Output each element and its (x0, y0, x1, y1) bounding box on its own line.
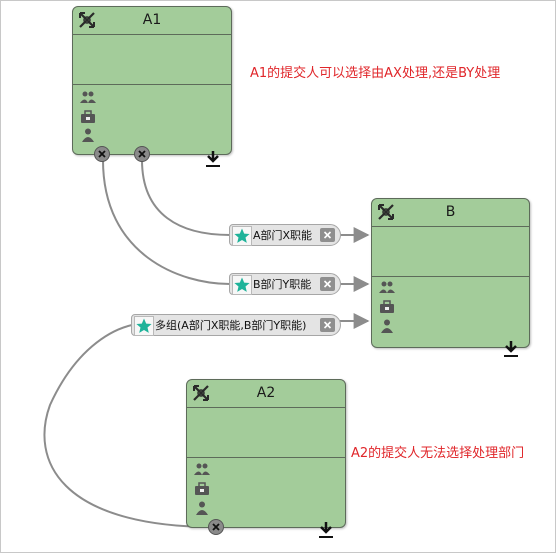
node-title: A2 (256, 385, 276, 401)
workflow-logo-icon (378, 204, 394, 220)
node-a2[interactable]: A2 (186, 379, 346, 528)
link-label-b-y[interactable]: B部门Y职能 (229, 273, 341, 295)
download-icon[interactable] (205, 150, 221, 168)
group-icon (379, 281, 395, 293)
node-b[interactable]: B (371, 198, 530, 348)
node-header: B (372, 199, 529, 227)
link-a2-b-multi[interactable] (43, 324, 209, 528)
link-label-text: B部门Y职能 (253, 278, 312, 291)
close-icon[interactable] (94, 146, 110, 162)
annotation-a2: A2的提交人无法选择处理部门 (351, 446, 525, 461)
divider (187, 457, 345, 458)
star-icon (232, 275, 252, 295)
person-icon (82, 128, 94, 142)
node-title: A1 (142, 12, 162, 28)
person-icon (381, 319, 393, 333)
close-icon[interactable] (320, 277, 335, 291)
divider (73, 84, 231, 85)
close-icon[interactable] (320, 318, 335, 332)
person-icon (196, 501, 208, 515)
workflow-logo-icon (79, 12, 95, 28)
node-title: B (445, 204, 456, 220)
link-label-text: A部门X职能 (253, 229, 313, 242)
briefcase-icon (81, 110, 95, 123)
link-label-text: 多组(A部门X职能,B部门Y职能) (155, 319, 307, 332)
group-icon (194, 463, 210, 475)
close-icon[interactable] (134, 146, 150, 162)
workflow-logo-icon (193, 385, 209, 401)
link-label-multi[interactable]: 多组(A部门X职能,B部门Y职能) (131, 314, 341, 336)
annotation-a1: A1的提交人可以选择由AX处理,还是BY处理 (250, 66, 501, 81)
star-icon (134, 316, 154, 336)
close-icon[interactable] (208, 519, 224, 535)
node-a1[interactable]: A1 (72, 6, 232, 155)
download-icon[interactable] (318, 521, 334, 539)
group-icon (80, 91, 96, 103)
divider (372, 276, 529, 277)
download-icon[interactable] (503, 340, 519, 358)
briefcase-icon (380, 300, 394, 313)
close-icon[interactable] (320, 228, 335, 242)
star-icon (232, 226, 252, 246)
node-header: A1 (73, 7, 231, 35)
link-label-a-x[interactable]: A部门X职能 (229, 224, 341, 246)
link-a1-b-x[interactable] (141, 159, 231, 236)
briefcase-icon (195, 482, 209, 495)
link-a1-b-y[interactable] (102, 159, 231, 285)
node-header: A2 (187, 380, 345, 408)
